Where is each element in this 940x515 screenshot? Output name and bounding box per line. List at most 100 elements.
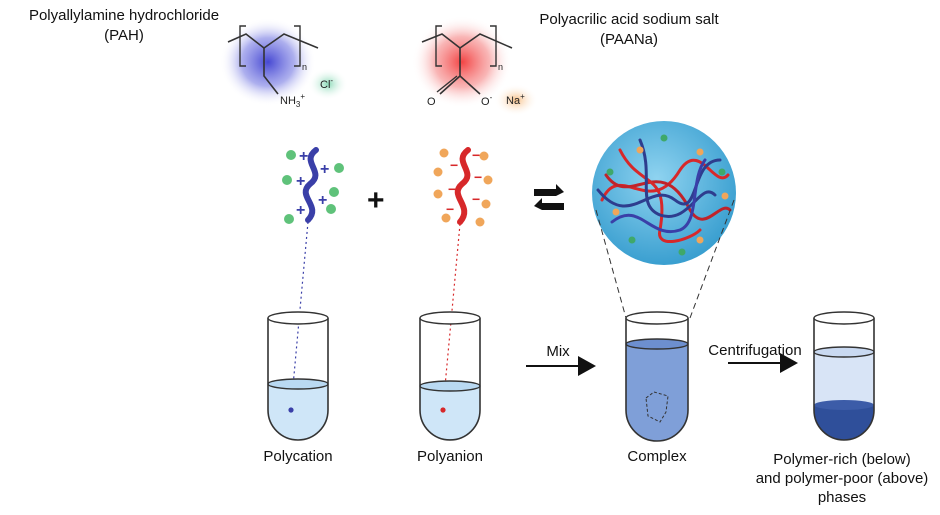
na-ion bbox=[441, 213, 451, 223]
reverse-arrow bbox=[534, 198, 564, 210]
na-ion bbox=[479, 151, 489, 161]
pah-title: Polyallylamine hydrochloride (PAH) bbox=[4, 6, 244, 46]
polycation-tube bbox=[267, 311, 329, 441]
paana-charge-glow bbox=[412, 16, 512, 108]
pah-abbr: (PAH) bbox=[104, 27, 144, 44]
equilibrium-arrows bbox=[534, 184, 564, 210]
paana-structure: n O O- Na+ bbox=[412, 16, 538, 116]
na-ion bbox=[481, 199, 491, 209]
polyanion-label: Polyanion bbox=[417, 448, 483, 465]
polycation-dotted-link bbox=[290, 221, 309, 409]
mix-label: Mix bbox=[546, 343, 570, 360]
na-ion bbox=[433, 167, 443, 177]
polycation-chain: + + + + + bbox=[282, 147, 344, 409]
bubble-anion-strand bbox=[604, 173, 732, 221]
zoom-line-right bbox=[689, 199, 735, 319]
pah-side-chain bbox=[263, 48, 279, 95]
cl-counterion-label: Cl- bbox=[320, 76, 333, 91]
paana-bracket-right bbox=[490, 25, 497, 67]
na-ion bbox=[636, 146, 644, 154]
anion-charge: − bbox=[472, 147, 480, 163]
na-ion bbox=[612, 208, 620, 216]
complex-zoom-bubble bbox=[592, 121, 736, 319]
polyanion-tube-glass bbox=[419, 318, 481, 441]
cl-ion bbox=[326, 204, 336, 214]
na-ion bbox=[475, 217, 485, 227]
phases-label: Polymer-rich (below) and polymer-poor (a… bbox=[752, 450, 932, 507]
na-ion-glow bbox=[494, 84, 538, 116]
na-ion bbox=[721, 192, 729, 200]
paana-oxygen-bond bbox=[459, 75, 481, 95]
phases-tube-glass bbox=[813, 318, 875, 441]
na-ion bbox=[483, 175, 493, 185]
na-ion bbox=[696, 148, 704, 156]
bubble-cation-strand bbox=[596, 158, 722, 208]
cl-ion bbox=[284, 214, 294, 224]
polycation-tube-rim bbox=[267, 311, 329, 325]
cl-ion bbox=[334, 163, 344, 173]
cl-ion bbox=[628, 236, 636, 244]
phases-label-line1: Polymer-rich (below) bbox=[773, 451, 911, 468]
complex-tube-rim bbox=[625, 311, 689, 325]
paana-abbr: (PAANa) bbox=[599, 31, 659, 48]
pah-bracket-right bbox=[294, 25, 301, 67]
anion-charge: − bbox=[474, 169, 482, 185]
pah-structure: n NH3+ Cl- bbox=[220, 18, 348, 109]
polycation-tube-glass bbox=[267, 318, 329, 441]
polyanion-tube bbox=[419, 311, 481, 441]
paana-bracket-left bbox=[435, 25, 442, 67]
complex-aggregate bbox=[645, 391, 669, 423]
polycation-solution bbox=[268, 384, 328, 440]
polycation-strand bbox=[302, 147, 319, 223]
pah-bracket-left bbox=[239, 25, 246, 67]
polycation-meniscus bbox=[267, 378, 329, 390]
paana-subscript-n: n bbox=[498, 62, 503, 72]
cl-ion bbox=[678, 248, 686, 256]
complex-label: Complex bbox=[627, 448, 687, 465]
cation-charge: + bbox=[318, 192, 327, 209]
anion-charge: − bbox=[446, 201, 454, 217]
na-counterion-label: Na+ bbox=[506, 92, 525, 107]
cation-charge: + bbox=[296, 202, 305, 219]
paana-double-bond bbox=[436, 75, 458, 93]
complex-solution bbox=[626, 344, 688, 441]
cl-ion bbox=[282, 175, 292, 185]
paana-name: Polyacrilic acid sodium salt bbox=[539, 11, 719, 28]
plus-operator: + bbox=[367, 184, 385, 217]
complex-meniscus bbox=[625, 338, 689, 350]
polycation-dot bbox=[288, 407, 294, 413]
cation-charge: + bbox=[299, 148, 308, 165]
na-ion bbox=[439, 148, 449, 158]
zoom-line-left bbox=[595, 209, 627, 319]
anion-charge: − bbox=[448, 181, 456, 197]
phases-meniscus bbox=[813, 346, 875, 358]
polyanion-dot bbox=[440, 407, 446, 413]
bubble-cation-strand bbox=[610, 158, 707, 234]
cation-charge: + bbox=[296, 173, 305, 190]
phases-label-line3: phases bbox=[817, 489, 867, 506]
cl-ion-glow bbox=[308, 68, 348, 100]
anion-charge: − bbox=[472, 191, 480, 207]
paana-oxygen-minus-label: O- bbox=[481, 93, 493, 108]
anion-charge: − bbox=[450, 157, 458, 173]
polyanion-meniscus bbox=[419, 380, 481, 392]
polyanion-chain: − − − − − − bbox=[433, 147, 493, 409]
pah-charge-glow bbox=[220, 18, 316, 106]
polyanion-tube-rim bbox=[419, 311, 481, 325]
polycation-label: Polycation bbox=[263, 448, 333, 465]
phases-tube-rim bbox=[813, 311, 875, 325]
cl-ion bbox=[660, 134, 668, 142]
bubble-cation-strand bbox=[638, 138, 717, 218]
complex-tube-glass bbox=[625, 318, 689, 442]
polyanion-strand bbox=[454, 147, 471, 225]
paana-title: Polyacrilic acid sodium salt (PAANa) bbox=[494, 10, 764, 50]
polyanion-solution bbox=[420, 386, 480, 440]
paana-oxygen-label: O bbox=[427, 96, 436, 108]
cl-ion bbox=[718, 168, 726, 176]
phases-label-line2: and polymer-poor (above) bbox=[755, 470, 929, 487]
polymer-rich-phase bbox=[814, 405, 874, 440]
centrifugation-label: Centrifugation bbox=[708, 342, 802, 359]
polyanion-dotted-link bbox=[442, 223, 461, 409]
pah-subscript-n: n bbox=[302, 62, 307, 72]
